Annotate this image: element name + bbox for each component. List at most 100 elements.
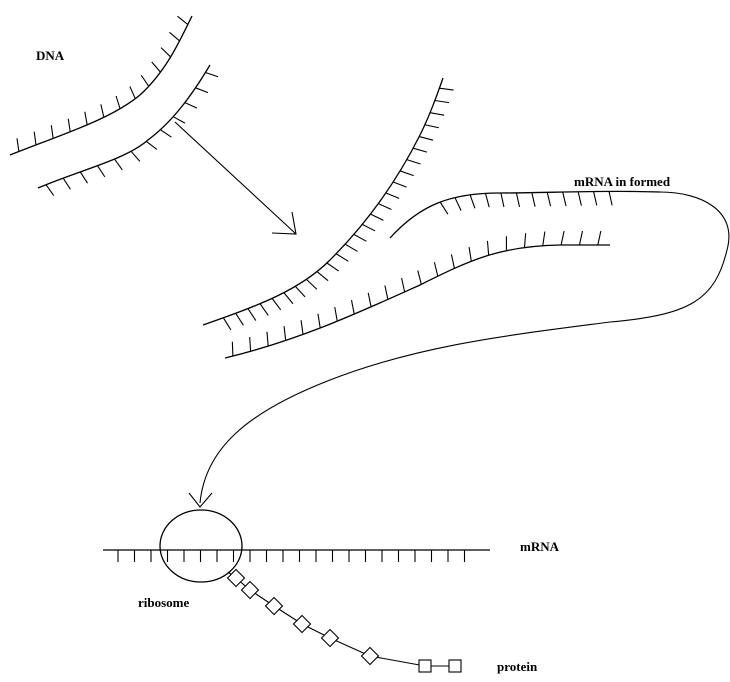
base-tick: [608, 191, 613, 206]
base-tick: [484, 193, 490, 208]
base-tick: [249, 336, 252, 352]
base-tick: [578, 230, 584, 246]
base-tick: [79, 171, 88, 184]
ribosome-circle: [159, 509, 243, 583]
base-tick: [500, 192, 505, 208]
base-tick: [334, 307, 338, 322]
mrna-transport-curve: [188, 191, 730, 508]
base-tick: [469, 194, 476, 209]
transition-arrow: [174, 121, 297, 235]
mrna-label: mRNA: [520, 539, 560, 554]
base-tick: [450, 254, 455, 269]
base-tick: [399, 170, 414, 177]
base-tick: [50, 125, 54, 139]
base-tick: [417, 270, 422, 285]
base-tick: [439, 201, 449, 215]
mrna-formed-label: mRNA in formed: [574, 174, 671, 189]
base-tick: [593, 191, 598, 206]
base-tick: [205, 71, 219, 78]
base-tick: [378, 203, 392, 210]
amino-acid-unit: [320, 628, 340, 648]
dna-backbone: [9, 15, 193, 156]
base-tick: [454, 197, 462, 211]
base-tick: [413, 147, 428, 153]
mrna-translation: [103, 509, 490, 673]
base-tick: [439, 87, 454, 91]
base-tick: [367, 292, 372, 307]
base-tick: [560, 230, 565, 246]
base-tick: [140, 74, 150, 87]
base-tick: [406, 159, 421, 165]
base-tick: [195, 87, 209, 94]
protein-label: protein: [497, 659, 538, 674]
base-tick: [151, 61, 161, 73]
amino-acid-unit: [226, 568, 246, 588]
base-tick: [486, 240, 490, 256]
amino-acid-unit: [360, 646, 380, 666]
base-tick: [172, 116, 186, 124]
base-tick: [326, 262, 340, 272]
base-tick: [362, 223, 376, 232]
amino-acid-unit: [264, 596, 284, 616]
base-tick: [67, 118, 71, 132]
base-tick: [169, 31, 180, 42]
base-tick: [306, 278, 318, 290]
protein-backbone: [227, 571, 455, 667]
base-tick: [222, 317, 232, 331]
base-tick: [235, 312, 244, 326]
base-tick: [384, 285, 389, 300]
base-tick: [317, 313, 321, 329]
base-tick: [335, 253, 349, 262]
ribosome-label: ribosome: [138, 595, 190, 610]
base-tick: [542, 231, 546, 246]
dna-template-strand: [202, 77, 444, 326]
base-tick: [259, 303, 269, 316]
base-tick: [16, 138, 20, 152]
base-tick: [434, 99, 450, 104]
base-tick: [283, 326, 287, 341]
base-tick: [531, 192, 536, 207]
base-tick: [130, 150, 141, 162]
base-tick: [177, 15, 189, 26]
base-tick: [114, 158, 123, 171]
base-tick: [247, 308, 257, 321]
base-tick: [129, 86, 136, 99]
base-tick: [419, 136, 434, 141]
transport-path: [199, 191, 730, 504]
base-tick: [429, 112, 445, 116]
base-tick: [146, 140, 158, 150]
base-tick: [370, 213, 384, 221]
base-tick: [385, 192, 400, 199]
base-tick: [350, 299, 355, 315]
base-tick: [62, 177, 71, 190]
base-tick: [294, 285, 306, 298]
dna-backbone-lower: [37, 64, 211, 189]
base-tick: [33, 131, 37, 146]
base-tick: [283, 292, 294, 305]
base-tick: [562, 191, 567, 207]
strand-base-ticks: [222, 87, 613, 357]
base-tick: [316, 271, 329, 282]
base-tick: [577, 191, 582, 206]
base-tick: [546, 192, 552, 207]
dna-label: DNA: [36, 48, 65, 63]
amino-acid-unit: [418, 659, 432, 673]
base-tick: [344, 243, 358, 252]
base-tick: [184, 102, 198, 109]
base-tick: [515, 192, 521, 207]
base-tick: [401, 277, 406, 293]
base-tick: [100, 104, 105, 118]
base-tick: [393, 181, 407, 188]
dna-strand-fragment: [9, 15, 219, 196]
mrna-upper-edge: [389, 190, 661, 239]
base-tick: [160, 47, 172, 58]
base-tick: [266, 331, 269, 347]
base-tick: [97, 165, 106, 178]
base-tick: [300, 320, 304, 335]
base-tick: [433, 262, 439, 277]
mrna-lower-edge: [224, 244, 610, 359]
codon-ticks: [117, 550, 466, 562]
dna-unwinding: [202, 77, 661, 359]
